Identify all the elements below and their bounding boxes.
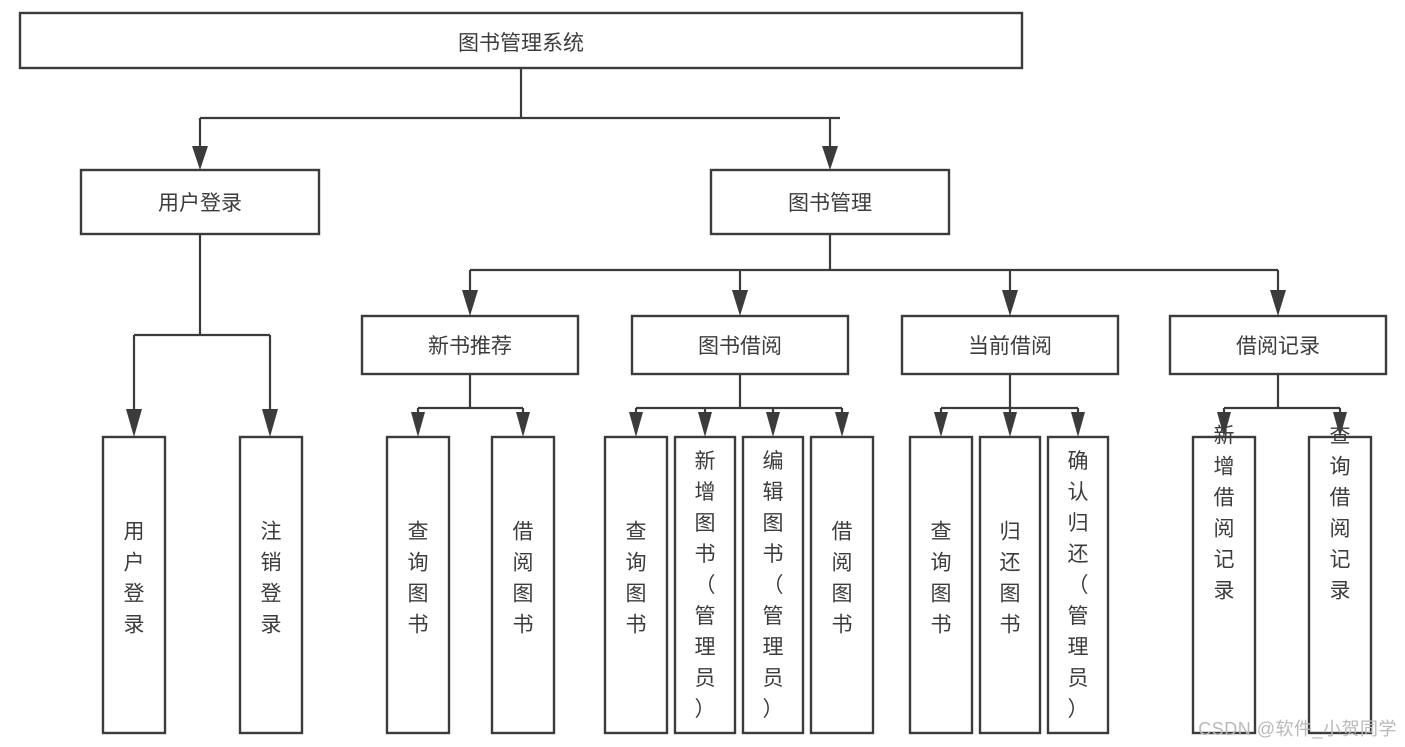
arrow-leaf-add-borrow-record-icon [1217,412,1231,437]
leaf-query-book-2-box[interactable] [603,435,669,735]
leaf-query-book-3-label: 查询图书 [931,521,952,637]
leaf-confirm-return-admin[interactable]: 确认归还（管理员） [1046,435,1110,735]
node-borrow-record[interactable]: 借阅记录 [1168,314,1388,376]
arrow-to-book-manage-icon [822,146,838,170]
node-new-book-recommend-label: 新书推荐 [428,335,512,358]
leaf-add-book-admin-label: 新增图书（管理员） [695,450,716,721]
arrow-leaf-user-login-icon [126,409,142,437]
node-user-login[interactable]: 用户登录 [79,168,321,236]
leaf-borrow-book-1[interactable]: 借阅图书 [490,435,556,735]
leaf-query-book-1[interactable]: 查询图书 [385,435,451,735]
leaf-query-book-1-label: 查询图书 [408,521,429,637]
leaf-edit-book-admin-label: 编辑图书（管理员） [763,450,784,721]
leaf-borrow-book-1-box[interactable] [490,435,556,735]
leaf-borrow-book-2-box[interactable] [809,435,875,735]
arrow-leaf-query-book-3-icon [934,412,948,437]
leaf-query-borrow-record-label: 查询借阅记录 [1330,425,1351,603]
leaf-borrow-book-2[interactable]: 借阅图书 [809,435,875,735]
arrow-leaf-confirm-return-admin-icon [1071,412,1085,437]
node-current-borrow[interactable]: 当前借阅 [900,314,1120,376]
leaf-user-login[interactable]: 用户登录 [101,435,167,735]
leaf-query-borrow-record-box[interactable] [1307,435,1373,735]
leaf-query-book-3[interactable]: 查询图书 [908,435,974,735]
node-current-borrow-label: 当前借阅 [968,335,1052,358]
leaf-add-book-admin-box[interactable] [673,435,737,735]
node-user-login-box[interactable] [79,168,321,236]
leaf-edit-book-admin-box[interactable] [741,435,805,735]
arrow-to-book-borrow-icon [732,290,748,316]
node-root-box[interactable] [18,11,1024,70]
leaf-return-book-box[interactable] [978,435,1042,735]
node-current-borrow-box[interactable] [900,314,1120,376]
node-root-label: 图书管理系统 [458,32,584,55]
leaf-borrow-book-1-label: 借阅图书 [513,521,534,637]
node-book-borrow-label: 图书借阅 [698,335,782,358]
leaf-add-book-admin[interactable]: 新增图书（管理员） [673,435,737,735]
node-book-manage-label: 图书管理 [788,192,872,215]
arrow-leaf-query-borrow-record-icon [1333,412,1347,437]
leaf-add-borrow-record-box[interactable] [1191,435,1257,735]
leaf-query-book-3-box[interactable] [908,435,974,735]
leaf-confirm-return-admin-box[interactable] [1046,435,1110,735]
leaf-borrow-book-2-label: 借阅图书 [832,521,853,637]
leaf-logout-login-box[interactable] [238,435,304,735]
leaf-add-borrow-record[interactable]: 新增借阅记录 [1191,425,1257,735]
node-book-manage[interactable]: 图书管理 [709,168,951,236]
node-borrow-record-box[interactable] [1168,314,1388,376]
arrow-leaf-query-book-1-icon [411,412,425,437]
arrow-to-new-book-recommend-icon [462,290,478,316]
leaf-return-book-label: 归还图书 [1000,521,1021,637]
node-book-borrow[interactable]: 图书借阅 [630,314,850,376]
arrow-leaf-return-book-icon [1003,412,1017,437]
node-book-borrow-box[interactable] [630,314,850,376]
leaf-query-book-2[interactable]: 查询图书 [603,435,669,735]
leaf-edit-book-admin[interactable]: 编辑图书（管理员） [741,435,805,735]
leaf-logout-login[interactable]: 注销登录 [238,435,304,735]
node-new-book-recommend-box[interactable] [360,314,580,376]
node-new-book-recommend[interactable]: 新书推荐 [360,314,580,376]
arrow-to-current-borrow-icon [1002,290,1018,316]
node-book-manage-box[interactable] [709,168,951,236]
leaf-query-book-1-box[interactable] [385,435,451,735]
arrow-leaf-edit-book-admin-icon [766,412,780,437]
arrow-leaf-borrow-book-2-icon [835,412,849,437]
leaf-query-book-2-label: 查询图书 [626,521,647,637]
leaf-user-login-box[interactable] [101,435,167,735]
arrow-to-user-login-icon [192,146,208,170]
leaf-return-book[interactable]: 归还图书 [978,435,1042,735]
node-root[interactable]: 图书管理系统 [18,11,1024,70]
arrow-leaf-query-book-2-icon [629,412,643,437]
arrow-leaf-borrow-book-1-icon [516,412,530,437]
leaf-logout-login-label: 注销登录 [261,521,282,637]
node-user-login-label: 用户登录 [158,192,242,215]
leaf-confirm-return-admin-label: 确认归还（管理员） [1068,450,1089,721]
arrow-leaf-add-book-admin-icon [698,412,712,437]
node-borrow-record-label: 借阅记录 [1236,335,1320,358]
edges-layer [126,68,1347,437]
leaf-query-borrow-record[interactable]: 查询借阅记录 [1307,425,1373,735]
leaf-add-borrow-record-label: 新增借阅记录 [1214,425,1235,603]
arrow-leaf-logout-login-icon [262,409,278,437]
leaf-user-login-label: 用户登录 [124,521,145,637]
arrow-to-borrow-record-icon [1270,290,1286,316]
